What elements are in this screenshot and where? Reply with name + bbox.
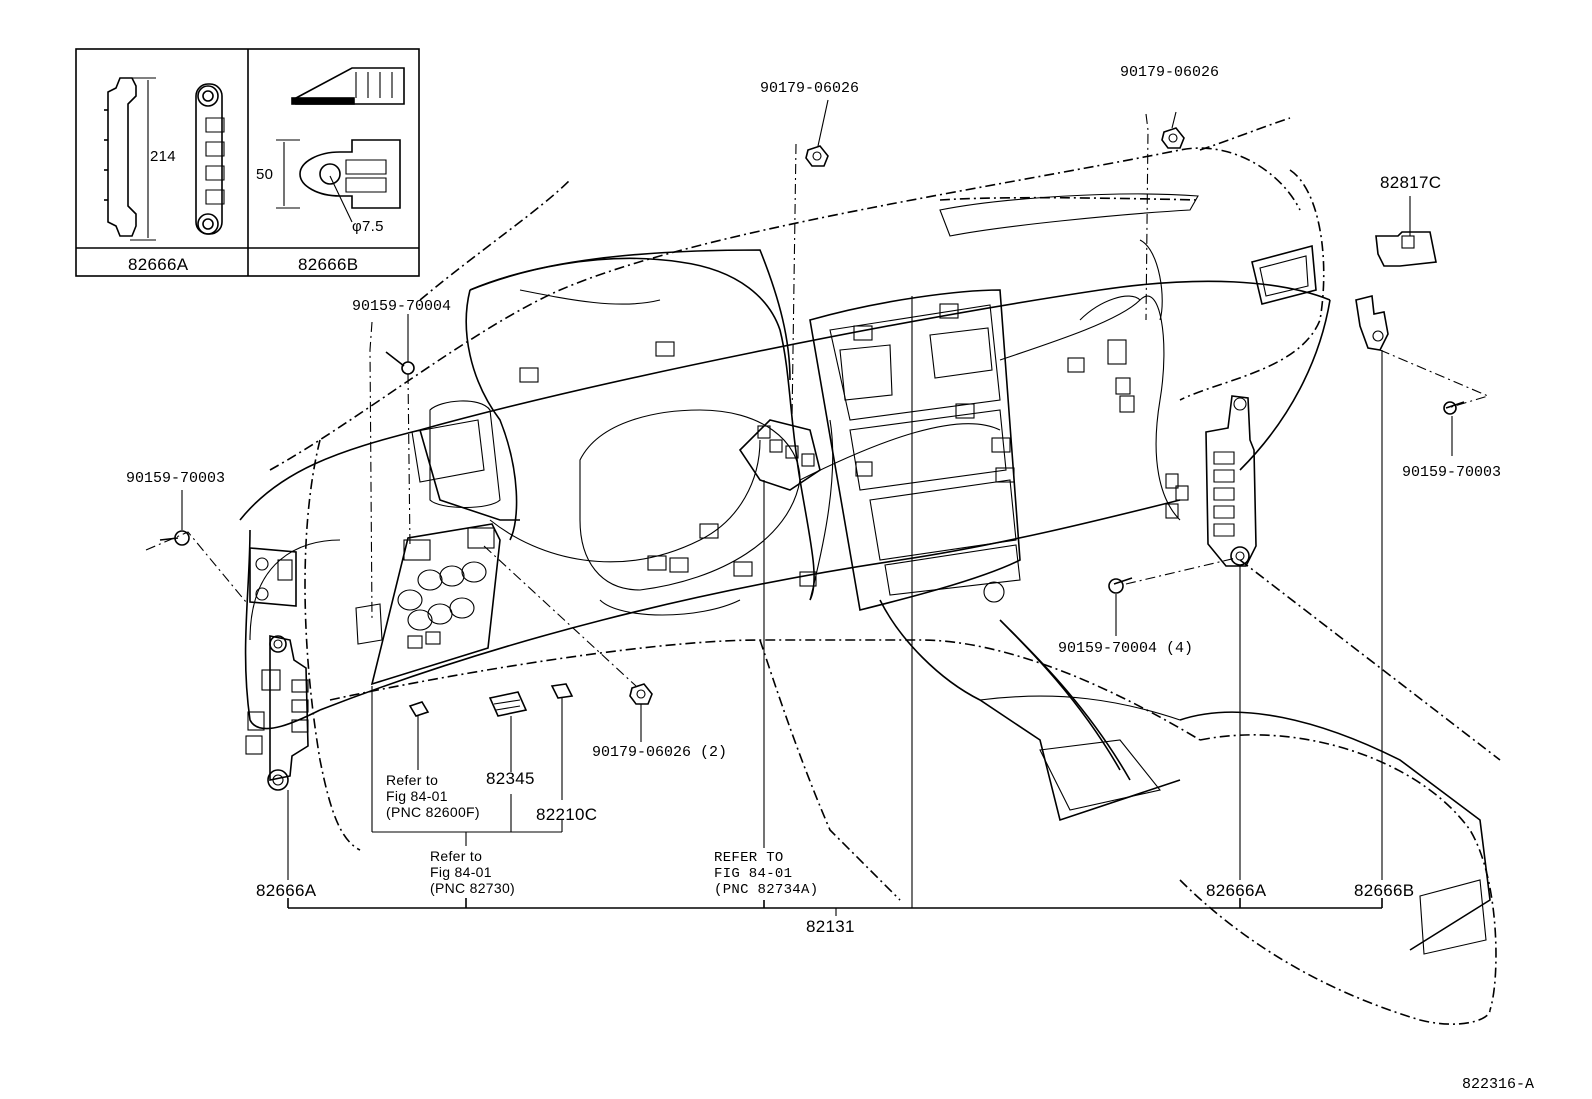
reference-note-82600f: Refer to Fig 84-01 (PNC 82600F) xyxy=(386,772,480,820)
dashboard-outline xyxy=(269,117,1501,1025)
dimension-50: 50 xyxy=(256,166,274,183)
clip-82666b-detail xyxy=(276,67,405,223)
leader-lines xyxy=(181,99,1453,916)
ref-line: (PNC 82734A) xyxy=(714,882,819,898)
reference-note-82734a: REFER TO FIG 84-01 (PNC 82734A) xyxy=(714,850,818,898)
label-90179-06026-2: 90179-06026 (2) xyxy=(592,744,728,761)
label-90159-70004-4: 90159-70004 (4) xyxy=(1058,640,1194,657)
label-90179-06026-right: 90179-06026 xyxy=(1120,64,1220,81)
bolt-90159-70004-4 xyxy=(1108,577,1133,594)
ref-line: FIG 84-01 xyxy=(714,866,793,882)
dimension-214: 214 xyxy=(150,148,176,165)
fuse-relay-parts xyxy=(408,683,574,717)
junction-block xyxy=(738,419,821,491)
clip-82666a-left xyxy=(245,635,309,791)
label-90159-70004-top: 90159-70004 xyxy=(352,298,452,315)
ref-line: Refer to xyxy=(430,848,483,864)
label-82666b-right: 82666B xyxy=(1354,881,1415,900)
ref-line: (PNC 82730) xyxy=(430,880,516,896)
clip-90179-06026-right xyxy=(1161,127,1185,149)
clip-82666b-right xyxy=(1355,295,1389,351)
label-82210c: 82210C xyxy=(536,805,598,824)
label-82666a-right: 82666A xyxy=(1206,881,1267,900)
clip-82666a-detail xyxy=(104,77,225,241)
label-90179-06026-center: 90179-06026 xyxy=(760,80,860,97)
dimension-hole: φ7.5 xyxy=(352,218,384,235)
clip-90179-06026-2 xyxy=(629,683,653,705)
reference-note-82730: Refer to Fig 84-01 (PNC 82730) xyxy=(430,848,515,896)
bolt-90159-70003-left xyxy=(159,530,190,546)
installation-lines xyxy=(145,113,1490,687)
clip-82666a-right xyxy=(1205,395,1257,567)
ref-line: Refer to xyxy=(386,772,439,788)
ref-line: (PNC 82600F) xyxy=(386,804,480,820)
bolt-90159-70003-right xyxy=(1443,401,1465,415)
label-82345: 82345 xyxy=(486,769,535,788)
clip-90179-06026-center xyxy=(805,145,829,167)
relay-block-left xyxy=(355,523,501,686)
ref-line: Fig 84-01 xyxy=(430,864,492,880)
label-82131: 82131 xyxy=(806,917,855,936)
label-82666a-left: 82666A xyxy=(256,881,317,900)
inset-label-82666b: 82666B xyxy=(298,255,359,274)
bolt-90159-70004-top xyxy=(385,351,415,375)
figure-code: 822316-A xyxy=(1462,1076,1535,1093)
clip-82817c xyxy=(1375,231,1437,267)
ref-line: Fig 84-01 xyxy=(386,788,448,804)
label-90159-70003-right: 90159-70003 xyxy=(1402,464,1502,481)
inset-detail-box xyxy=(75,48,420,277)
label-90159-70003-left: 90159-70003 xyxy=(126,470,226,487)
inset-label-82666a: 82666A xyxy=(128,255,189,274)
ref-line: REFER TO xyxy=(714,850,784,866)
label-82817c: 82817C xyxy=(1380,173,1442,192)
left-bracket xyxy=(249,547,297,607)
